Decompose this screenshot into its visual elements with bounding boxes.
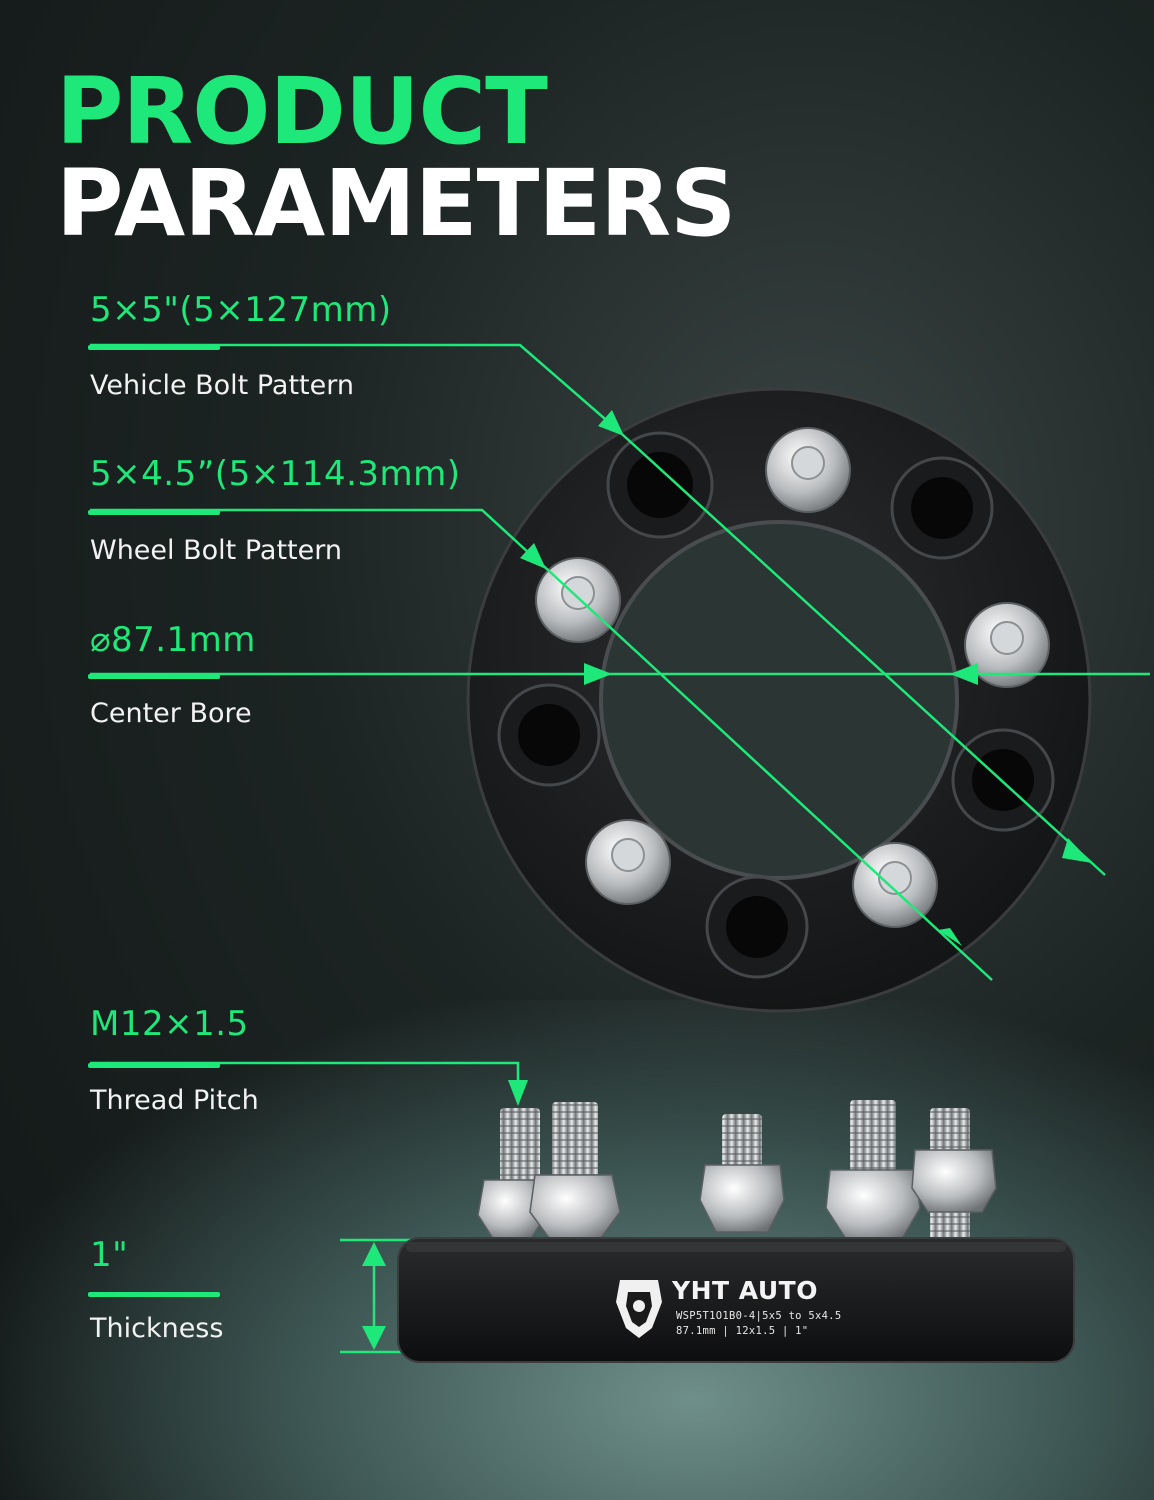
- bolt-hole: [497, 683, 601, 787]
- bolt-hole: [606, 431, 714, 539]
- title-line-2: PARAMETERS: [56, 150, 736, 257]
- thread-pitch-label: Thread Pitch: [90, 1085, 259, 1116]
- lug-nut-icon: [852, 842, 938, 928]
- spec-bar: [88, 1063, 220, 1068]
- thickness-label: Thickness: [90, 1313, 224, 1344]
- vehicle-bolt-pattern-leader: [90, 343, 621, 433]
- wheel-bolt-pattern-label: Wheel Bolt Pattern: [90, 535, 342, 566]
- thickness-value: 1": [90, 1235, 129, 1275]
- wheel-bolt-pattern-leader: [90, 508, 543, 566]
- vehicle-bolt-pattern-value: 5×5"(5×127mm): [90, 290, 392, 330]
- lug-nut-icon: [765, 427, 851, 513]
- product-code-line-1: WSP5T1O1B0-4|5x5 to 5x4.5: [676, 1310, 842, 1322]
- bolt-hole: [890, 456, 994, 560]
- bolt-hole: [705, 875, 809, 979]
- lion-logo-icon: [616, 1280, 662, 1338]
- wheel-bolt-pattern-value: 5×4.5”(5×114.3mm): [90, 454, 461, 494]
- product-code-line-2: 87.1mm | 12x1.5 | 1": [676, 1325, 809, 1337]
- lug-nut-icon: [585, 819, 671, 905]
- spacer-top-view: [466, 387, 1092, 1013]
- center-bore-value: ⌀87.1mm: [90, 620, 256, 660]
- title-line-1: PRODUCT: [56, 58, 548, 165]
- vehicle-bolt-pattern-line: [611, 424, 1106, 876]
- thread-pitch-leader: [90, 1061, 520, 1100]
- wheel-bolt-pattern-line: [534, 557, 993, 981]
- spec-bar: [88, 345, 220, 350]
- spec-bar: [88, 510, 220, 515]
- spacer-side-view: [397, 1100, 1075, 1363]
- arrow-icon: [362, 410, 1092, 1350]
- thread-pitch-value: M12×1.5: [90, 1004, 249, 1044]
- lug-nut-icon: [964, 602, 1050, 688]
- vehicle-bolt-pattern-label: Vehicle Bolt Pattern: [90, 370, 354, 401]
- center-bore-label: Center Bore: [90, 698, 252, 729]
- brand-name: YHT AUTO: [672, 1276, 818, 1305]
- spec-bar: [88, 1292, 220, 1297]
- spec-bar: [88, 674, 220, 679]
